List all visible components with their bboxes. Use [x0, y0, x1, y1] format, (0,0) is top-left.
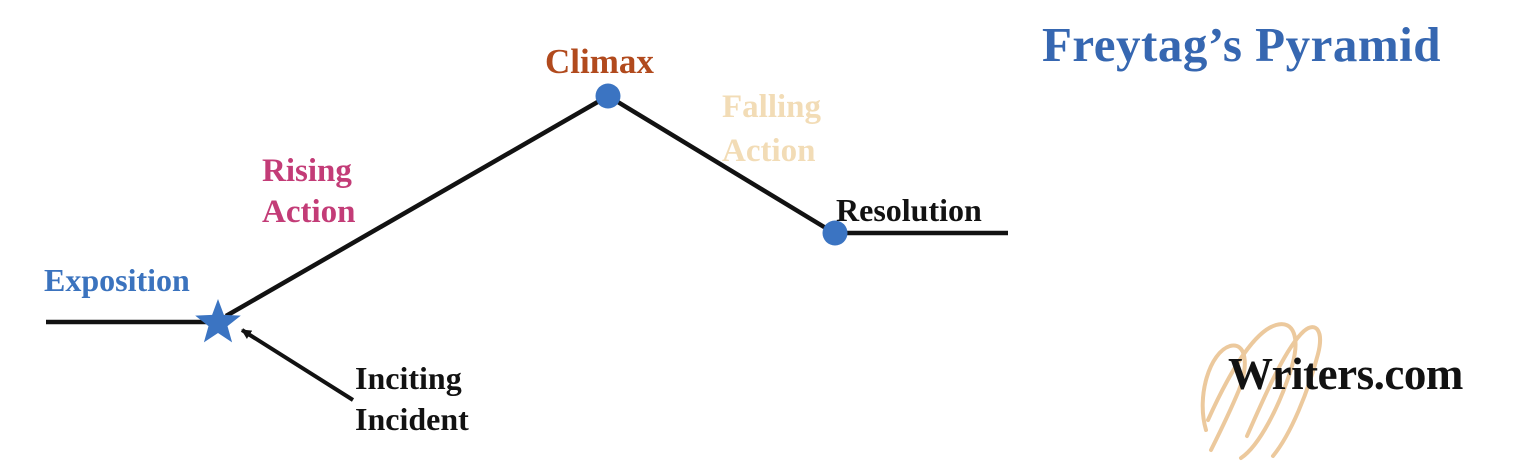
inciting-incident-label-line2: Incident: [355, 401, 469, 437]
logo-flourish-icon: [1200, 322, 1323, 460]
falling-action-line: [606, 94, 836, 235]
inciting-incident-star-icon: [195, 299, 241, 343]
inciting-incident-label-line1: Inciting: [355, 360, 462, 396]
climax-label: Climax: [545, 42, 654, 81]
resolution-dot-icon: [822, 220, 848, 246]
rising-action-label-line2: Action: [262, 194, 356, 230]
page-title: Freytag’s Pyramid: [1042, 17, 1442, 72]
falling-action-label: Falling Action: [722, 85, 821, 173]
inciting-incident-label: Inciting Incident: [355, 358, 469, 440]
resolution-label: Resolution: [836, 192, 982, 228]
writers-com-logo: Writers.com: [1228, 349, 1463, 399]
rising-action-label: Rising Action: [262, 151, 356, 233]
inciting-incident-arrow: [240, 328, 355, 402]
rising-action-line: [224, 94, 610, 318]
climax-dot-icon: [595, 83, 621, 109]
rising-action-label-line1: Rising: [262, 153, 352, 189]
exposition-label: Exposition: [44, 262, 190, 298]
falling-action-label-line1: Falling: [722, 89, 822, 125]
falling-action-label-line2: Action: [722, 133, 816, 169]
